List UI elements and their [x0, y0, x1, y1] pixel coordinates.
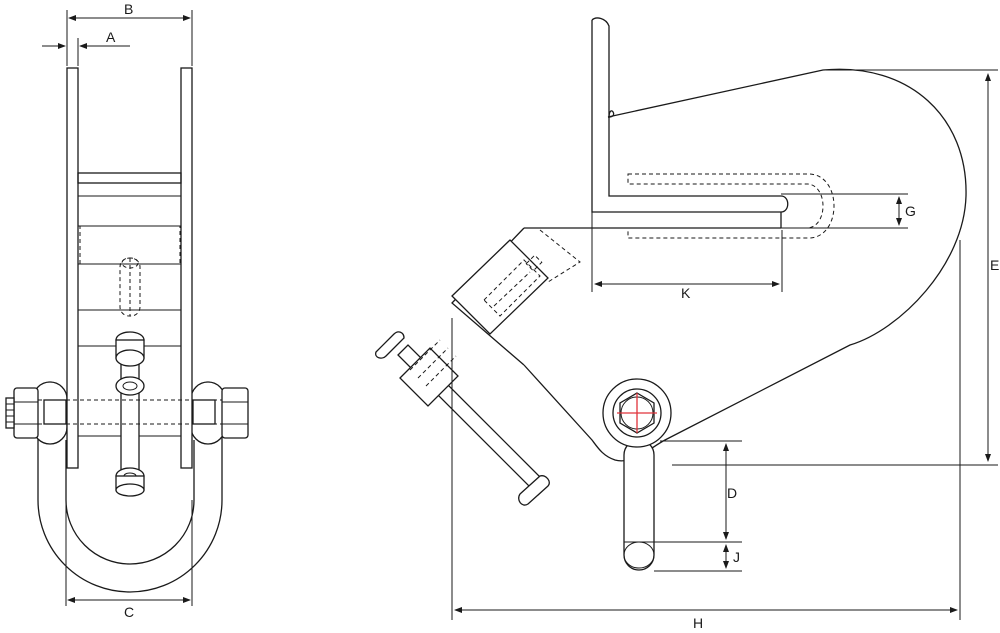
side-view: E G K D J	[375, 17, 999, 631]
label-g: G	[905, 203, 916, 219]
dimension-k: K	[591, 212, 783, 301]
screw-rod	[375, 331, 550, 506]
label-c: C	[124, 604, 134, 620]
bolt-head-left	[5, 387, 39, 439]
shackle-u-inner	[65, 440, 195, 565]
nut-right	[221, 387, 249, 439]
hidden-slot	[627, 173, 835, 239]
label-h: H	[693, 615, 703, 631]
dimension-c: C	[65, 500, 193, 620]
label-a: A	[106, 29, 116, 45]
side-eyebolt	[602, 378, 672, 571]
front-view: B A C	[5, 1, 249, 620]
label-j: J	[733, 549, 740, 565]
dimension-b: B	[66, 1, 193, 66]
label-b: B	[124, 1, 133, 17]
eyebolt-ring	[115, 376, 145, 396]
dimension-g: G	[781, 193, 916, 229]
jaw-block	[77, 172, 182, 184]
side-plate-left	[66, 67, 79, 469]
shackle-u	[37, 420, 223, 593]
dimension-h: H	[451, 240, 961, 631]
dimension-a: A	[42, 29, 130, 66]
side-plate-right	[180, 67, 193, 469]
clamp-body	[523, 68, 967, 462]
dimension-d: D	[654, 440, 742, 543]
label-k: K	[681, 285, 691, 301]
label-d: D	[727, 485, 737, 501]
dimension-j: J	[654, 544, 742, 572]
screw-housing	[451, 229, 581, 335]
upper-jaw	[591, 20, 789, 213]
handle-top	[375, 331, 405, 359]
label-e: E	[990, 257, 999, 273]
handle-bottom	[518, 475, 550, 506]
